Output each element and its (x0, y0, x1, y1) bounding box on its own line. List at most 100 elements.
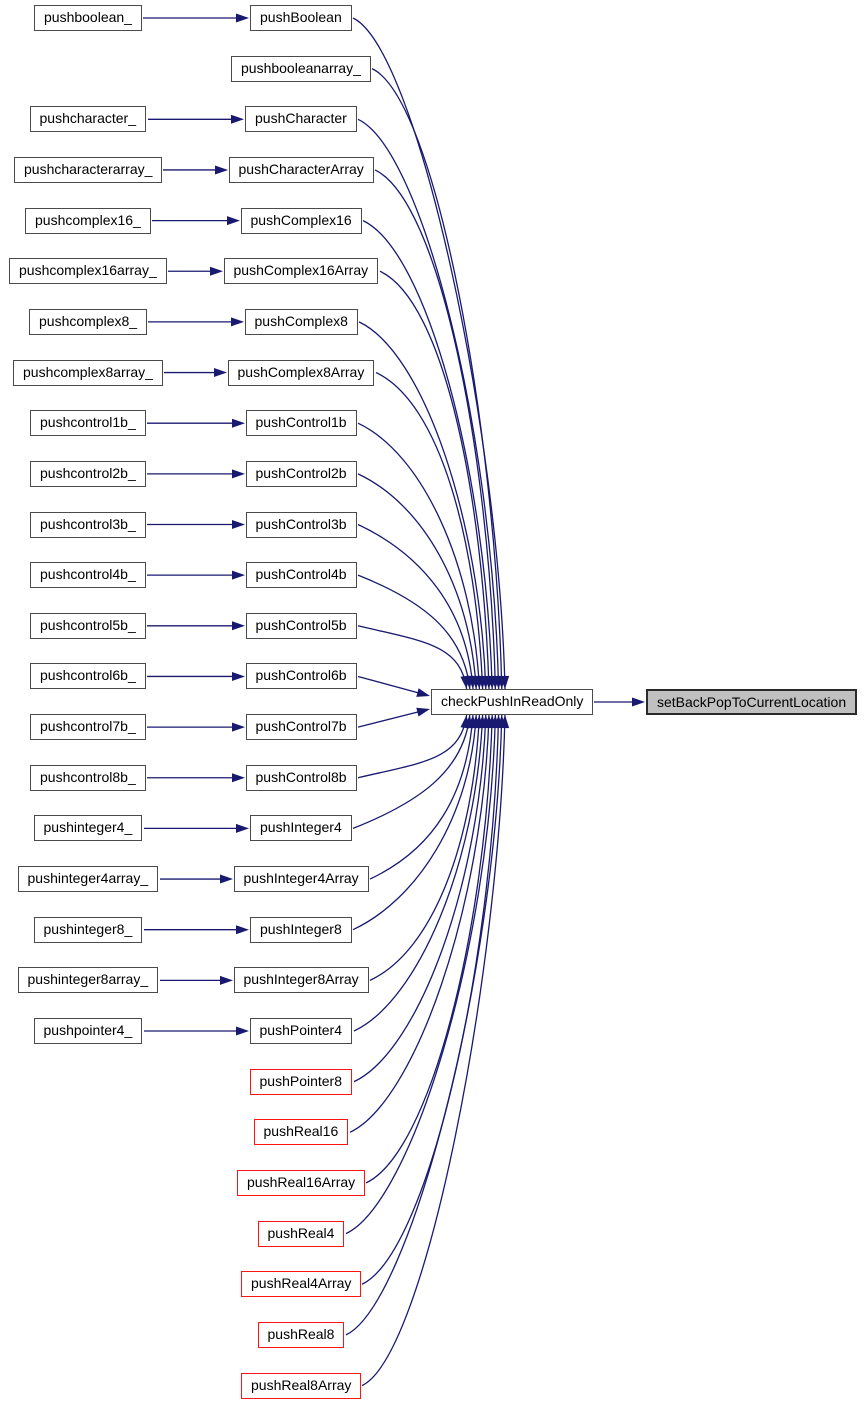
edge (357, 422, 481, 690)
arrowhead (232, 418, 245, 428)
arrowhead (500, 715, 510, 729)
arrowhead (416, 707, 430, 717)
caller-node[interactable]: pushcontrol1b_ (30, 410, 146, 437)
edge (352, 714, 471, 830)
caller-node[interactable]: pushinteger8_ (33, 916, 143, 943)
arrowhead (416, 688, 430, 697)
graph-node[interactable]: pushReal4Array (241, 1271, 362, 1298)
edge (357, 118, 500, 690)
arrowhead (231, 317, 244, 327)
caller-node[interactable]: pushcharacter_ (29, 106, 147, 133)
graph-node[interactable]: pushReal8 (257, 1321, 345, 1348)
edge (374, 169, 497, 690)
graph-node[interactable]: pushControl1b (245, 410, 357, 437)
arrowhead (632, 697, 645, 707)
caller-node[interactable]: pushinteger4array_ (17, 866, 159, 893)
edge (357, 625, 468, 690)
node-check-push-in-read-only[interactable]: checkPushInReadOnly (431, 689, 594, 715)
edge (353, 714, 484, 1032)
caller-node[interactable]: pushcontrol5b_ (30, 612, 146, 639)
arrowhead (231, 114, 244, 124)
graph-node[interactable]: pushInteger4Array (233, 866, 369, 893)
graph-node[interactable]: pushReal4 (257, 1220, 345, 1247)
caller-node[interactable]: pushcomplex8_ (29, 308, 148, 335)
caller-node[interactable]: pushcontrol3b_ (30, 511, 146, 538)
edge (352, 17, 506, 690)
arrowhead (232, 570, 245, 580)
arrowhead (460, 675, 470, 689)
arrowhead (215, 165, 228, 175)
arrowhead (232, 621, 245, 631)
graph-node[interactable]: pushPointer4 (249, 1018, 353, 1044)
edge (357, 675, 419, 694)
caller-node[interactable]: pushcontrol2b_ (30, 460, 146, 487)
caller-node[interactable]: pushcomplex16array_ (9, 258, 167, 285)
arrowhead (210, 266, 223, 276)
graph-node[interactable]: pushReal16Array (237, 1169, 366, 1196)
graph-node[interactable]: pushComplex16 (240, 207, 362, 234)
caller-node[interactable]: pushcontrol4b_ (30, 562, 146, 589)
arrowhead (220, 975, 233, 985)
caller-node[interactable]: pushcomplex8array_ (13, 359, 163, 386)
edge (365, 714, 493, 1184)
arrowhead (236, 925, 249, 935)
caller-node[interactable]: pushcontrol8b_ (30, 764, 146, 791)
caller-node[interactable]: pushinteger8array_ (17, 967, 159, 994)
edge (357, 714, 468, 779)
arrowhead (232, 520, 245, 529)
graph-node[interactable]: pushInteger8Array (233, 967, 369, 994)
graph-node[interactable]: pushControl2b (245, 460, 357, 487)
edge (379, 270, 490, 690)
edge (369, 714, 481, 981)
edge (369, 714, 474, 880)
edge (362, 220, 493, 690)
caller-node[interactable]: pushinteger4_ (33, 815, 143, 842)
edge (357, 574, 471, 690)
graph-node[interactable]: pushComplex8Array (227, 359, 375, 386)
edge (352, 714, 477, 931)
graph-node[interactable]: pushPointer8 (249, 1068, 353, 1095)
graph-node[interactable]: pushControl3b (245, 511, 357, 538)
graph-node[interactable]: pushControl7b (245, 714, 357, 741)
edge (345, 714, 503, 1336)
arrowhead (232, 469, 245, 479)
graph-node[interactable]: pushComplex8 (244, 308, 358, 335)
caller-node[interactable]: pushcharacterarray_ (14, 156, 163, 183)
graph-node[interactable]: pushReal8Array (241, 1372, 362, 1399)
graph-node[interactable]: pushBoolean (250, 5, 352, 31)
graph-node[interactable]: pushControl5b (245, 612, 357, 639)
arrowhead (232, 722, 245, 732)
caller-node[interactable]: pushboolean_ (34, 5, 142, 31)
graph-node[interactable]: pushControl8b (245, 764, 357, 791)
caller-node[interactable]: pushpointer4_ (33, 1018, 143, 1044)
graph-node[interactable]: pushCharacter (245, 106, 357, 133)
arrowhead (236, 1026, 249, 1036)
graph-node[interactable]: pushInteger4 (250, 815, 352, 842)
edge (353, 714, 487, 1083)
graph-node[interactable]: pushCharacterArray (228, 156, 374, 183)
edge (357, 523, 474, 690)
arrowhead (214, 368, 227, 378)
graph-node[interactable]: pushReal16 (253, 1119, 349, 1146)
graph-node[interactable]: pushControl6b (245, 663, 357, 690)
edge (345, 714, 497, 1235)
graph-node[interactable]: pushInteger8 (250, 916, 352, 943)
edge (357, 473, 477, 690)
graph-node[interactable]: pushbooleanarray_ (231, 55, 371, 82)
edge (358, 321, 487, 690)
edge (361, 714, 506, 1387)
edge (357, 711, 419, 728)
edge (349, 714, 490, 1133)
edge (375, 371, 484, 690)
edge (371, 68, 503, 690)
graph-node[interactable]: pushComplex16Array (223, 258, 379, 285)
graph-node[interactable]: pushControl4b (245, 562, 357, 589)
caller-node[interactable]: pushcomplex16_ (25, 207, 151, 234)
caller-node[interactable]: pushcontrol7b_ (30, 714, 146, 741)
arrowhead (236, 823, 249, 833)
caller-node[interactable]: pushcontrol6b_ (30, 663, 146, 690)
node-set-back-pop-to-current-location: setBackPopToCurrentLocation (646, 689, 858, 715)
arrowhead (232, 773, 245, 783)
arrowhead (220, 874, 233, 884)
